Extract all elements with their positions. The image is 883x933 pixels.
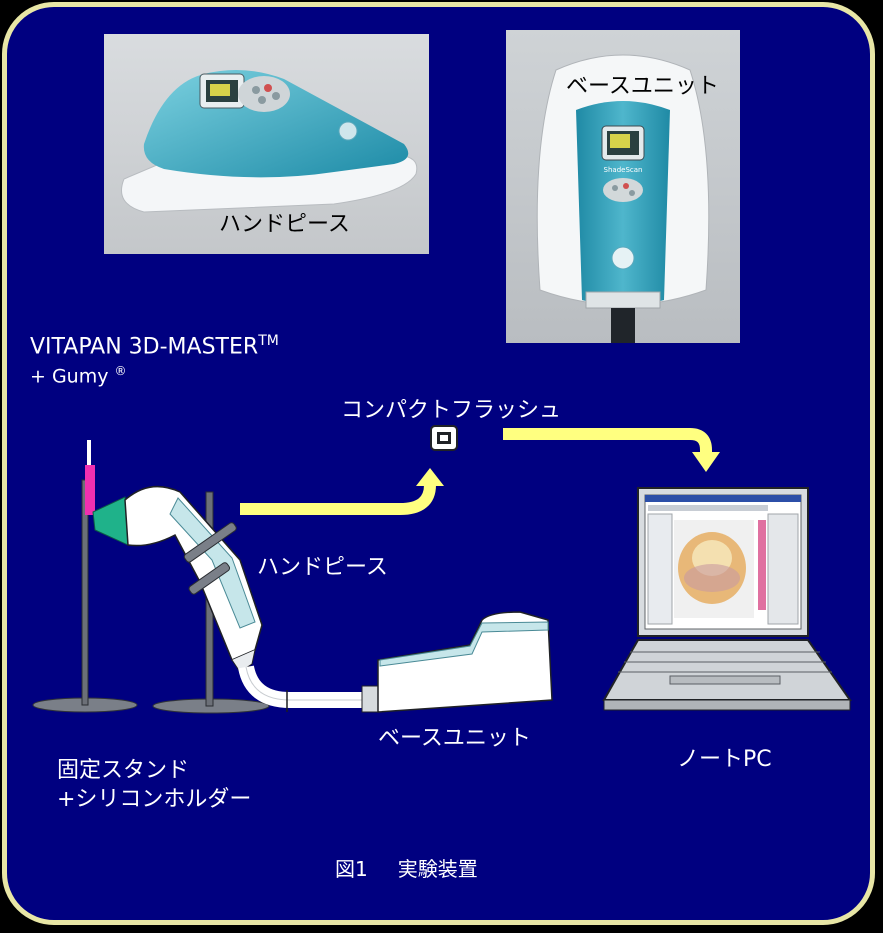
handpiece-drawing bbox=[124, 485, 263, 673]
stand-label-line1: 固定スタンド bbox=[57, 758, 190, 783]
compact-flash-icon bbox=[430, 425, 458, 451]
shade-tab-stem bbox=[87, 440, 91, 466]
base-unit-photo: ShadeScan ベースユニット bbox=[506, 30, 740, 343]
figure-title: 実験装置 bbox=[397, 857, 478, 881]
handpiece-photo-caption: ハンドピース bbox=[219, 212, 350, 237]
laptop-drawing bbox=[602, 487, 852, 711]
figure-caption: 図1 実験装置 bbox=[335, 853, 478, 882]
gumy-label: + Gumy ® bbox=[30, 364, 127, 388]
silicone-holder bbox=[92, 496, 129, 546]
handpiece-photo: ハンドピース bbox=[104, 34, 429, 254]
base-unit-photo-image: ShadeScan bbox=[506, 30, 740, 343]
base-unit-drawing bbox=[377, 611, 553, 713]
device-brand-text: ShadeScan bbox=[604, 166, 643, 174]
arrow-card-to-laptop bbox=[503, 428, 712, 455]
laptop-label: ノートPC bbox=[677, 747, 772, 772]
arrow-handpiece-to-card bbox=[240, 482, 436, 515]
base-unit-photo-caption: ベースユニット bbox=[566, 74, 719, 99]
stand-label-line2: +シリコンホルダー bbox=[57, 787, 252, 812]
shade-guide-label: VITAPAN 3D-MASTERTM bbox=[30, 333, 279, 360]
figure-number: 図1 bbox=[335, 857, 368, 881]
base-unit-label: ベースユニット bbox=[378, 726, 531, 751]
compact-flash-label: コンパクトフラッシュ bbox=[341, 398, 562, 423]
shade-tab bbox=[85, 465, 95, 515]
handpiece-label: ハンドピース bbox=[257, 555, 388, 580]
data-flow-arrows bbox=[240, 428, 720, 515]
handpiece-photo-image bbox=[104, 34, 429, 254]
